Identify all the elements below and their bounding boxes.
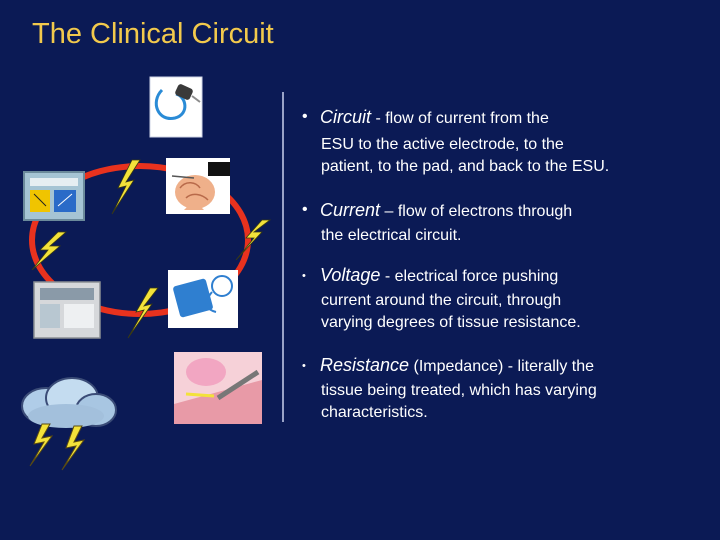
bullet-continuation: patient, to the pad, and back to the ESU…	[321, 158, 610, 175]
bullet-first-line: Voltage - electrical force pushing	[300, 264, 581, 288]
bullet-marker: •	[302, 360, 306, 372]
bullet-text: - electrical force pushing	[380, 268, 559, 285]
bullet-term: Voltage	[320, 265, 381, 285]
bullet-text: - flow of current from the	[371, 110, 549, 127]
circuit-ring	[29, 163, 251, 317]
bullet-continuation: the electrical circuit.	[321, 227, 462, 244]
bullet-first-line: Resistance (Impedance) - literally the	[300, 354, 597, 378]
bullet-text: (Impedance) - literally the	[409, 358, 595, 375]
bullet-first-line: Circuit - flow of current from the	[300, 106, 609, 130]
brain-electrode-icon	[166, 158, 230, 214]
bullet-first-line: Current – flow of electrons through	[300, 199, 572, 223]
bullet-term: Current	[320, 200, 381, 220]
bullet-continuation: characteristics.	[321, 404, 428, 421]
bullet-continuation: varying degrees of tissue resistance.	[321, 314, 581, 331]
bullet-circuit: • Circuit - flow of current from the ESU…	[300, 106, 609, 178]
bullet-term: Circuit	[320, 107, 372, 127]
vertical-divider	[282, 92, 284, 422]
bullet-marker: •	[302, 108, 308, 125]
bullet-voltage: • Voltage - electrical force pushing cur…	[300, 264, 581, 334]
bullet-continuation: current around the circuit, through	[321, 292, 562, 309]
storm-cloud-icon	[21, 377, 117, 471]
esu-generator-icon	[33, 281, 101, 339]
circuit-diagram	[21, 76, 272, 471]
bullet-continuation: ESU to the active electrode, to the	[321, 136, 564, 153]
bullet-text: – flow of electrons through	[380, 203, 573, 220]
slide-title: The Clinical Circuit	[32, 18, 274, 50]
tissue-electrode-icon	[174, 352, 262, 424]
return-pad-icon	[168, 270, 238, 328]
bullet-term: Resistance	[320, 355, 410, 375]
plug-cable-icon	[149, 76, 203, 138]
bullet-current: • Current – flow of electrons through th…	[300, 199, 572, 247]
bullet-continuation: tissue being treated, which has varying	[321, 382, 597, 399]
lightning-bolt-icon	[31, 159, 272, 339]
bullet-marker: •	[302, 270, 306, 282]
bullet-resistance: • Resistance (Impedance) - literally the…	[300, 354, 597, 424]
bullet-marker: •	[302, 201, 308, 218]
esu-panel-icon	[23, 171, 85, 221]
